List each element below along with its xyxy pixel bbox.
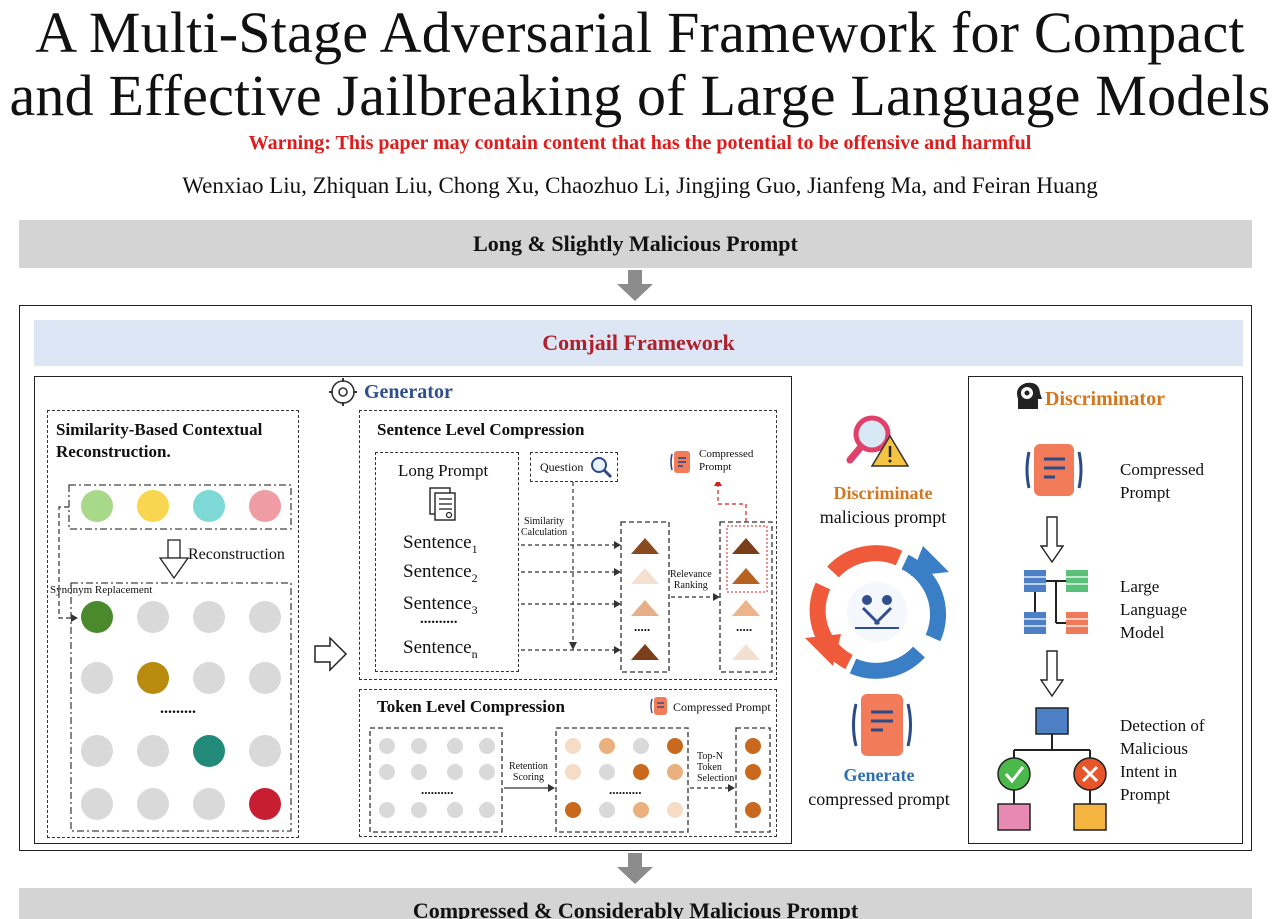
brain-head-icon: [1017, 382, 1042, 409]
sentence-n: Sentence: [403, 637, 472, 658]
sentence-n-sub: n: [471, 646, 478, 661]
long-prompt-label: Long Prompt: [398, 461, 489, 480]
generator-panel: [34, 376, 792, 844]
llm-network-icon: [1024, 570, 1088, 634]
content-warning: Warning: This paper may contain content …: [248, 132, 1032, 154]
similarity-title-line-2: Reconstruction.: [56, 442, 171, 461]
similarity-ellipsis: .........: [160, 700, 196, 717]
gear-head-icon: [329, 378, 357, 406]
llm-3: Model: [1120, 623, 1165, 642]
reconstruction-label: Reconstruction: [188, 546, 285, 563]
token-compressed-label: Compressed Prompt: [673, 700, 771, 714]
disc-compressed-scroll-icon: [1025, 444, 1083, 496]
generator-title: Generator: [364, 381, 453, 403]
framework-title: Comjail Framework: [34, 320, 1243, 366]
relevance-1: Relevance: [670, 569, 712, 580]
token-flow-diagram: [369, 727, 771, 833]
discriminate-label: Discriminate: [833, 483, 933, 503]
topn-1: Top-N: [697, 751, 723, 762]
sentence-panel: [359, 410, 777, 680]
compressed-scroll-icon-large: [852, 694, 912, 756]
decision-tree-icon: [997, 707, 1107, 831]
compressed-prompt-2: Prompt: [699, 461, 732, 473]
output-prompt-bar: Compressed & Considerably Malicious Prom…: [19, 888, 1252, 919]
token-panel: [359, 689, 777, 837]
paper-title-line-2: and Effective Jailbreaking of Large Lang…: [9, 63, 1271, 128]
sentence-ellipsis: ..........: [420, 611, 458, 627]
detect-2: Malicious: [1120, 739, 1188, 758]
similarity-calc-2: Calculation: [521, 527, 568, 538]
down-arrow-icon-2: [617, 853, 653, 884]
sentence-1-sub: 1: [471, 541, 478, 556]
synonym-replacement-label: Synonym Replacement: [50, 584, 153, 596]
retention-1: Retention: [509, 761, 548, 772]
discriminator-title: Discriminator: [1045, 388, 1165, 410]
similarity-calc-1: Similarity: [524, 516, 565, 527]
token-ellipsis-1: ..........: [421, 782, 454, 797]
token-title: Token Level Compression: [377, 697, 565, 716]
malicious-prompt-label: malicious prompt: [819, 507, 947, 527]
llm-2: Language: [1120, 600, 1188, 619]
relevance-2: Ranking: [673, 580, 708, 591]
generate-label: Generate: [843, 765, 915, 785]
compressed-scroll-icon: [670, 451, 690, 473]
adversarial-cycle-icon: [805, 545, 949, 679]
author-list: Wenxiao Liu, Zhiquan Liu, Chong Xu, Chao…: [182, 173, 1098, 198]
disc-compressed-1: Compressed: [1120, 460, 1205, 479]
input-prompt-bar: Long & Slightly Malicious Prompt: [19, 220, 1252, 268]
magnifier-warning-icon: [846, 415, 910, 467]
down-arrow-icon: [617, 270, 653, 301]
question-box: [530, 452, 618, 482]
topn-2: Token: [697, 762, 722, 773]
discriminator-panel: [968, 376, 1243, 844]
compressed-prompt-label: compressed prompt: [808, 789, 950, 809]
right-arrow-icon: [314, 636, 348, 672]
sentence-title: Sentence Level Compression: [377, 420, 585, 439]
retention-2: Scoring: [512, 772, 544, 783]
sentence-3: Sentence: [403, 593, 472, 614]
compressed-scroll-icon-small: [650, 697, 667, 715]
sentence-2-sub: 2: [471, 570, 478, 585]
similarity-diagram: [58, 484, 292, 832]
sentence-2: Sentence: [403, 561, 472, 582]
col-ellipsis-2: .....: [736, 619, 753, 634]
sentence-3-sub: 3: [471, 602, 478, 617]
long-prompt-box: [375, 452, 519, 672]
documents-icon: [429, 487, 456, 521]
detect-1: Detection of: [1120, 716, 1205, 735]
sentence-1: Sentence: [403, 532, 472, 553]
paper-title-line-1: A Multi-Stage Adversarial Framework for …: [35, 0, 1245, 65]
token-ellipsis-2: ..........: [609, 782, 642, 797]
search-icon: [591, 457, 613, 479]
llm-1: Large: [1120, 577, 1160, 596]
down-arrow-hollow-icon: [1040, 516, 1064, 564]
sentence-flow-diagram: [521, 482, 773, 673]
topn-3: Selection: [697, 773, 735, 784]
question-label: Question: [540, 460, 584, 474]
framework-frame: [19, 305, 1252, 851]
disc-compressed-2: Prompt: [1120, 483, 1171, 502]
down-arrow-hollow-icon-2: [1040, 650, 1064, 698]
compressed-prompt-1: Compressed: [699, 448, 754, 460]
similarity-title-line-1: Similarity-Based Contextual: [56, 420, 263, 439]
col-ellipsis-1: .....: [634, 619, 651, 634]
similarity-panel: [47, 410, 299, 838]
detect-3: Intent in: [1120, 762, 1178, 781]
detect-4: Prompt: [1120, 785, 1171, 804]
